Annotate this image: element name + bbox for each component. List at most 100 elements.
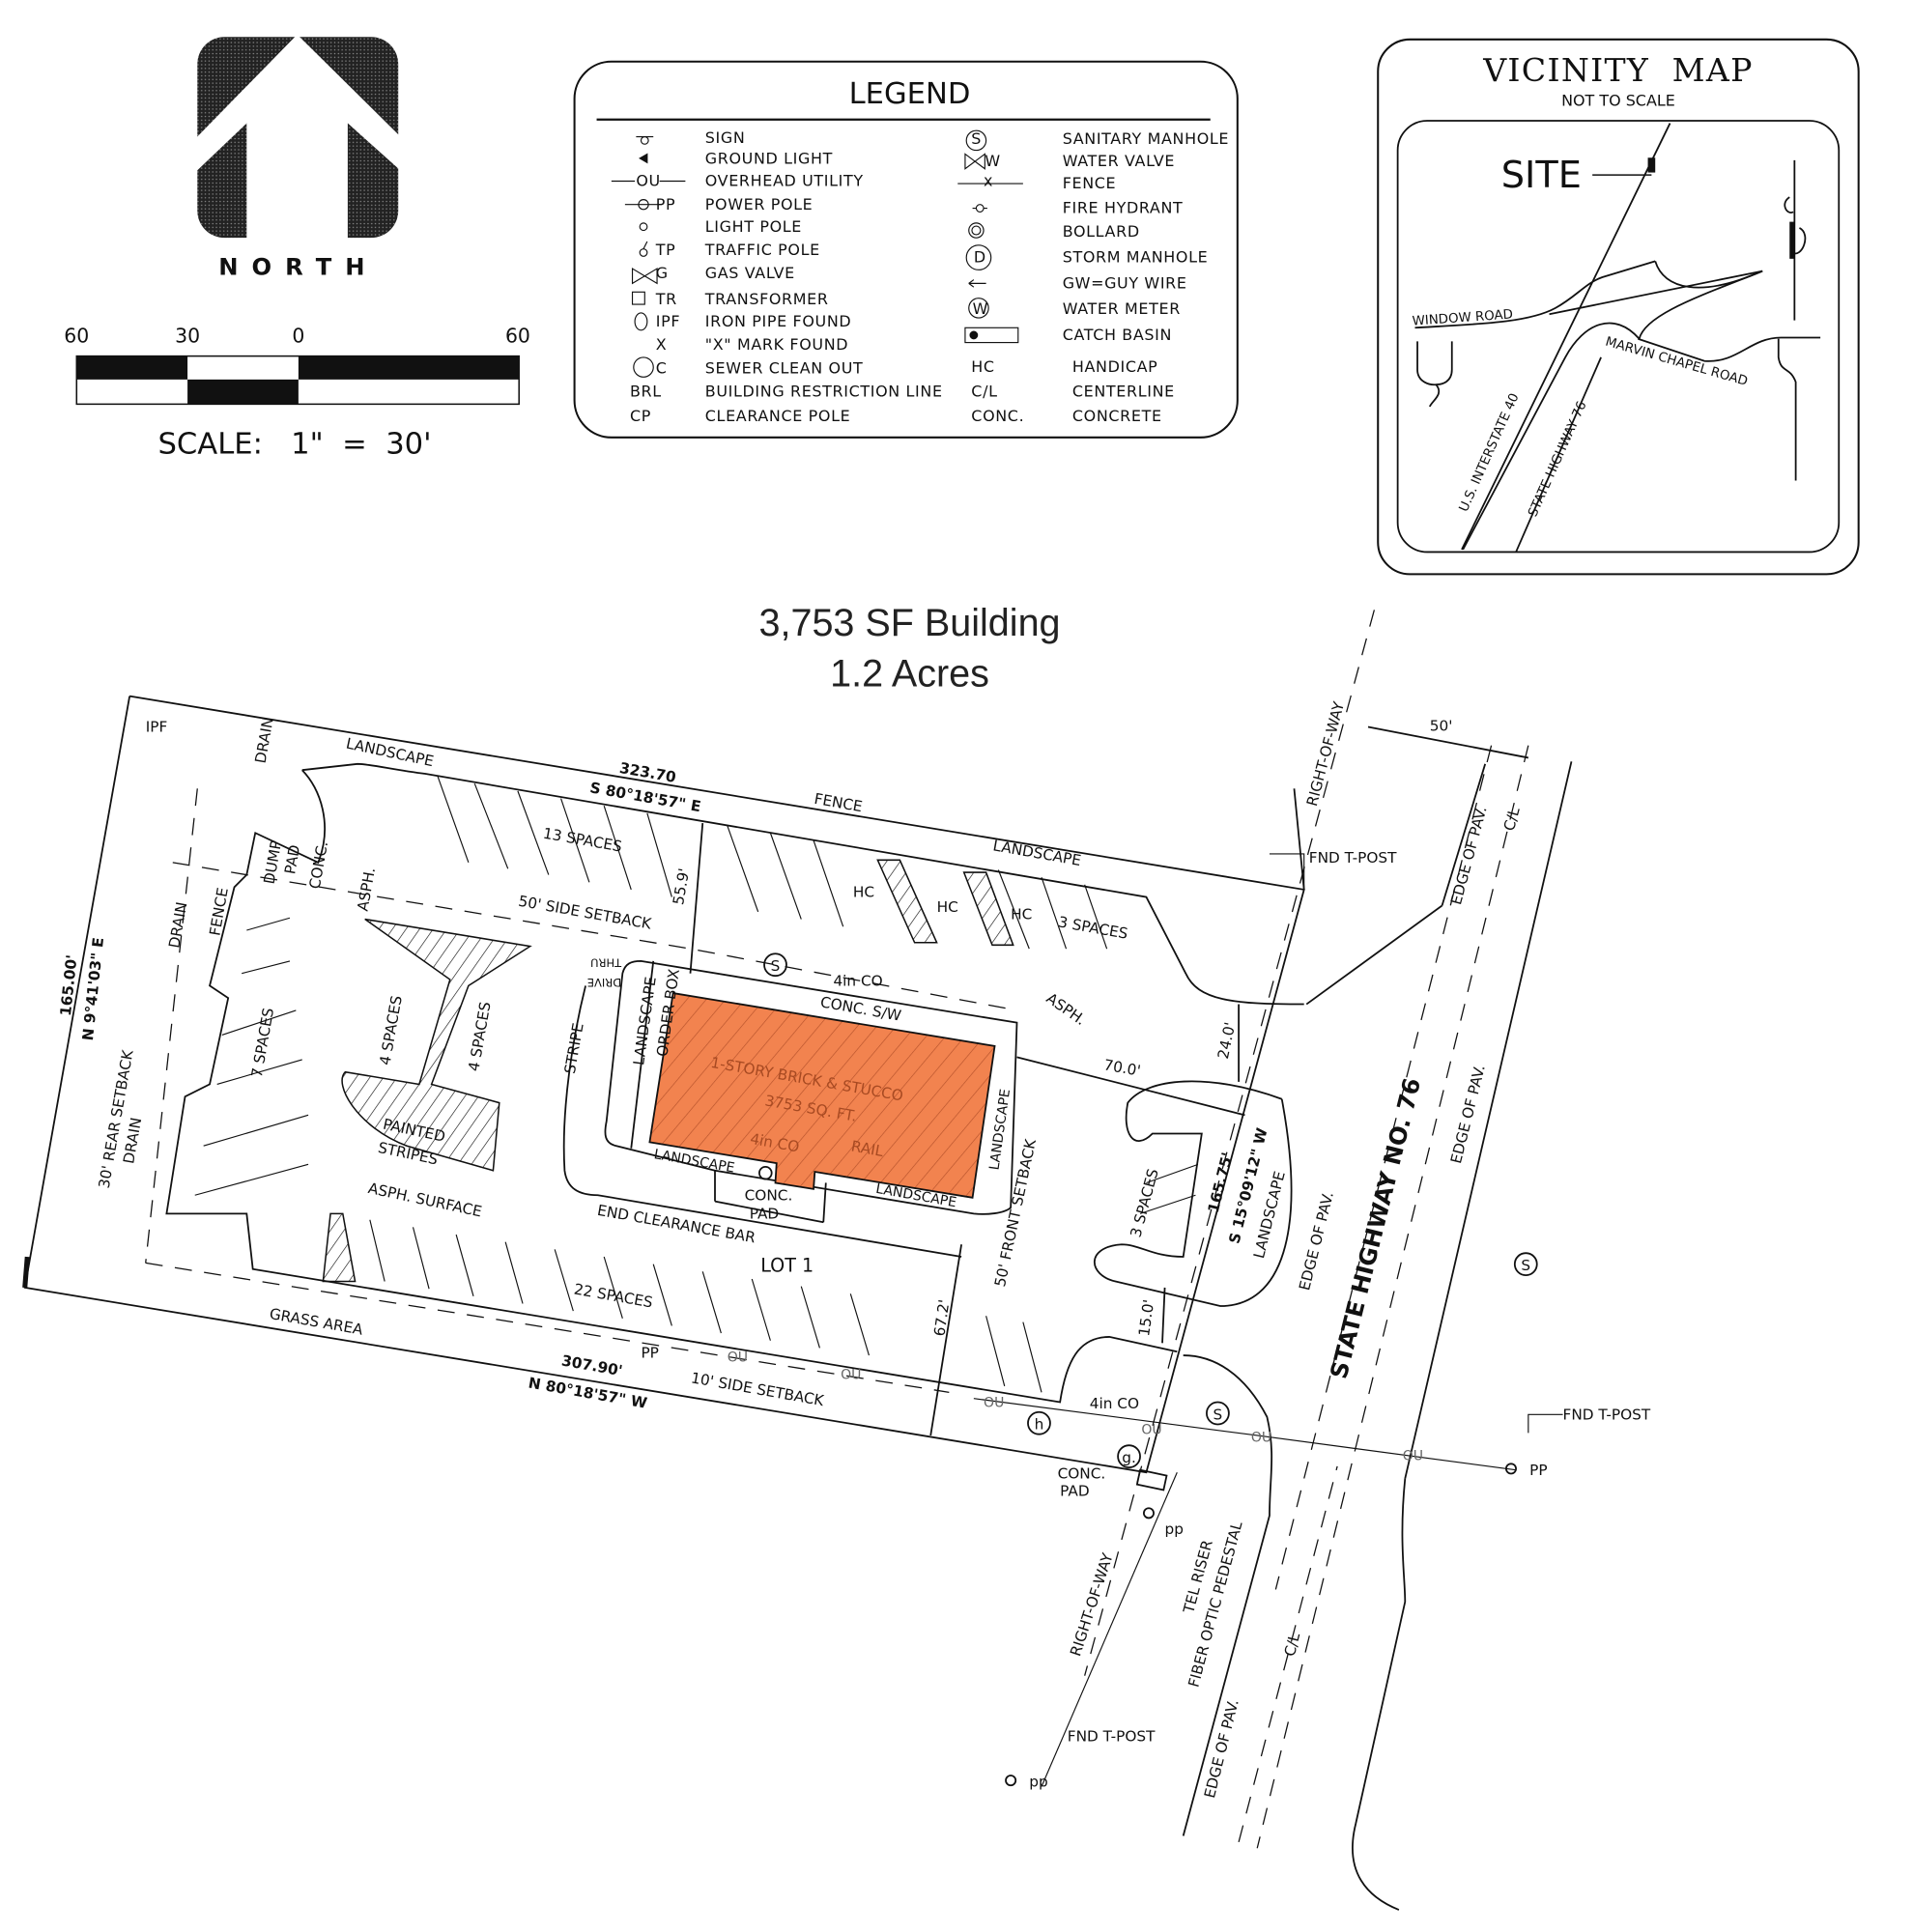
landscape-label: LANDSCAPE: [991, 837, 1082, 869]
ipf-label: IPF: [146, 719, 168, 736]
centerline-label: C/L: [1500, 805, 1524, 833]
vicinity-subtitle: NOT TO SCALE: [1561, 92, 1675, 110]
legend-item-code: BRL: [630, 383, 662, 401]
legend-item-code: CONC.: [971, 407, 1024, 425]
overhead-utility-label: OU: [984, 1396, 1004, 1411]
scale-caption: SCALE: 1" = 30': [157, 427, 431, 461]
dump-pad-label: PAD: [281, 843, 303, 875]
legend-item-label: BUILDING RESTRICTION LINE: [705, 383, 943, 401]
legend-item-label: CATCH BASIN: [1063, 326, 1172, 344]
power-pole-label: PP: [641, 1345, 658, 1362]
overhead-utility-label: OU: [1141, 1423, 1161, 1438]
vicinity-title: VICINITY MAP: [1482, 51, 1753, 89]
side-setback-label: 10' SIDE SETBACK: [690, 1369, 826, 1409]
legend-item-label: TRAFFIC POLE: [704, 241, 820, 259]
legend-item-label: SEWER CLEAN OUT: [705, 358, 864, 377]
legend-item-label: WATER METER: [1063, 299, 1181, 318]
fence-label: FENCE: [813, 790, 864, 815]
marker-h: h: [1035, 1416, 1044, 1434]
legend-item-label: FIRE HYDRANT: [1063, 199, 1184, 217]
legend-item-label: LIGHT POLE: [705, 217, 802, 236]
site-label: SITE: [1501, 154, 1582, 197]
rail-label: RAIL: [850, 1138, 886, 1161]
site-labels: IPF DRAIN LANDSCAPE 323.70 S 80°18'57" E…: [57, 699, 1651, 1800]
asphalt-surface-label: ASPH. SURFACE: [366, 1179, 483, 1221]
legend-item-code: C: [656, 358, 668, 377]
legend-item-label: OVERHEAD UTILITY: [705, 172, 864, 190]
dimension-label: 55.9': [670, 867, 693, 906]
edge-of-pavement-label: EDGE OF PAV.: [1447, 805, 1490, 907]
scale-bar: 60 30 0 60 SCALE: 1" = 30': [64, 325, 530, 462]
fnd-tpost-label: FND T-POST: [1068, 1727, 1156, 1745]
legend-item-label: HANDICAP: [1072, 357, 1158, 376]
legend-item-code: HC: [971, 357, 994, 376]
fnd-tpost-label: FND T-POST: [1309, 849, 1397, 867]
legend-item-label: CLEARANCE POLE: [705, 407, 851, 425]
cleanout-label: 4in CO: [1090, 1395, 1139, 1412]
legend-item-code: C/L: [971, 383, 997, 401]
power-pole-icon: [1504, 1463, 1517, 1475]
building-area-heading: 3,753 SF Building: [758, 602, 1060, 644]
spaces-label: 3 SPACES: [1057, 913, 1129, 942]
west-line-distance: 165.00': [57, 953, 81, 1016]
legend-item-label: WATER VALVE: [1063, 152, 1175, 170]
north-arrow: NORTH: [190, 34, 408, 280]
spaces-label: 3 SPACES: [1128, 1167, 1162, 1239]
legend-item-label: GROUND LIGHT: [705, 150, 833, 168]
south-line-distance: 307.90': [560, 1351, 624, 1379]
fnd-tpost-label: FND T-POST: [1563, 1406, 1651, 1423]
cleanout-label: 4in CO: [833, 972, 882, 989]
dimension-label: 50': [1430, 717, 1453, 734]
edge-of-pavement-label: EDGE OF PAV.: [1296, 1190, 1337, 1293]
legend-item-label: BOLLARD: [1063, 222, 1140, 241]
legend-item-code: S: [971, 129, 982, 148]
spaces-label: 22 SPACES: [573, 1280, 654, 1311]
lot-label: LOT 1: [760, 1254, 814, 1276]
scale-tick: 30: [175, 325, 200, 348]
hc-label: HC: [1011, 906, 1032, 923]
side-setback-label: 50' SIDE SETBACK: [517, 893, 653, 933]
legend-item-label: STORM MANHOLE: [1063, 248, 1209, 267]
stripe-label: STRIPE: [561, 1022, 587, 1075]
highway-label: STATE HIGHWAY NO. 76: [1326, 1075, 1426, 1381]
acreage-heading: 1.2 Acres: [830, 652, 989, 695]
power-pole-label: pp: [1029, 1773, 1047, 1790]
legend-item-label: FENCE: [1063, 174, 1117, 192]
power-pole-label: pp: [1165, 1520, 1184, 1538]
legend-item-code: G: [656, 264, 669, 282]
legend-item-code: IPF: [656, 312, 680, 330]
legend-item-code: PP: [656, 195, 676, 213]
east-line-distance: 165.75': [1205, 1151, 1237, 1214]
conc-pad-label: CONC.: [1058, 1465, 1106, 1483]
legend-item-code: D: [974, 248, 986, 267]
marker-g: g.: [1122, 1449, 1136, 1466]
north-label: NORTH: [218, 253, 378, 280]
landscape-label: LANDSCAPE: [345, 735, 436, 771]
legend-title: LEGEND: [849, 77, 971, 111]
thru-drive-label: THRU: [590, 955, 622, 969]
scale-tick: 60: [64, 325, 89, 348]
legend-item-code: TP: [655, 241, 676, 259]
overhead-utility-label: OU: [1251, 1430, 1271, 1445]
overhead-utility-label: OU: [728, 1350, 748, 1365]
conc-pad-label: PAD: [750, 1205, 780, 1222]
edge-of-pavement-label: EDGE OF PAV.: [1447, 1063, 1489, 1165]
overhead-utility-label: OU: [1403, 1448, 1423, 1463]
legend-item-code: W: [985, 152, 1000, 170]
sanitary-manhole-icon: S: [1213, 1406, 1223, 1423]
right-of-way-label: RIGHT-OF-WAY: [1303, 699, 1348, 809]
thru-drive-label: DRIVE: [587, 976, 621, 989]
dimension-label: 70.0': [1102, 1056, 1142, 1079]
spaces-label: 4 SPACES: [465, 1001, 494, 1073]
drain-label: DRAIN: [165, 900, 190, 950]
overhead-utility-label: OU: [841, 1367, 861, 1382]
legend-item-code: CP: [630, 407, 651, 425]
bollard-icon: [758, 1166, 773, 1180]
legend-item-label: GAS VALVE: [705, 264, 795, 282]
asph-label: ASPH.: [355, 867, 380, 913]
sanitary-manhole-icon: S: [1521, 1257, 1530, 1274]
site-plan: [22, 610, 1573, 1911]
power-pole-icon: [1142, 1507, 1155, 1520]
